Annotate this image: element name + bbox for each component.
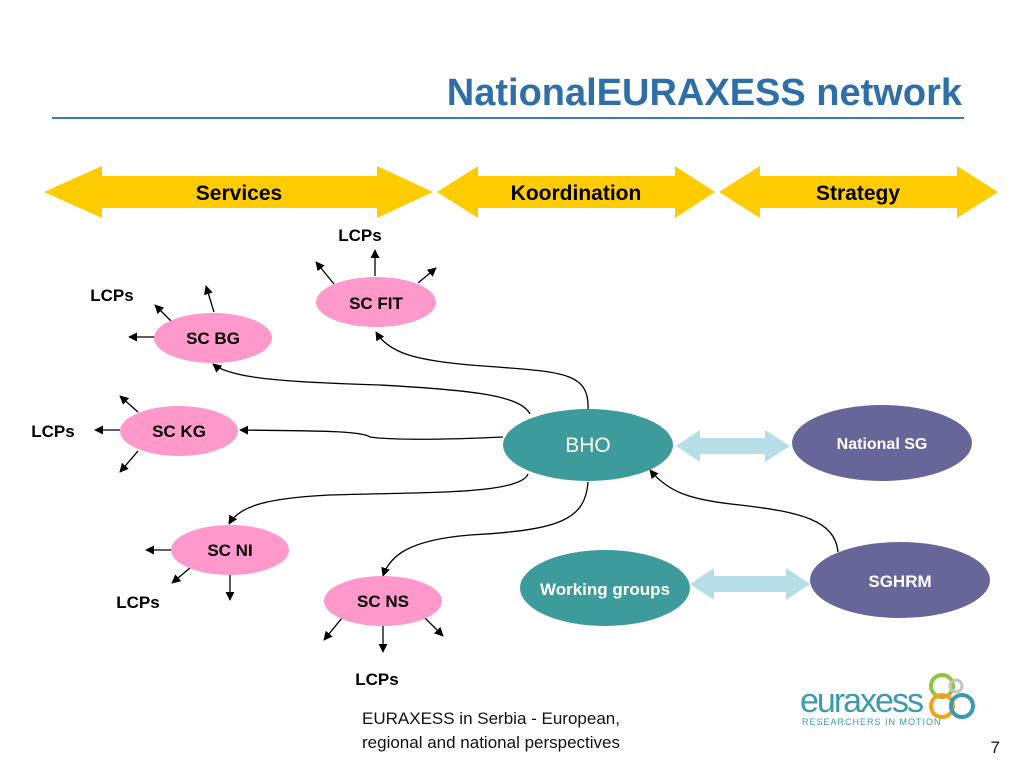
node-national-sg-label: National SG [837,436,928,453]
connector-bho-sc-ns [381,481,589,577]
banner-coordination-label: Koordination [511,182,642,205]
node-sc-fit-label: SC FIT [349,294,403,313]
lcp-label-bg: LCPs [90,286,133,305]
node-working-groups: Working groups [520,550,690,626]
double-arrow-wg-sghrm [690,568,810,600]
logo-wordmark: euraxess [800,682,924,720]
node-sc-ns-label: SC NS [357,592,409,611]
node-sc-kg-label: SC KG [152,422,206,441]
banner-coordination: Koordination [437,166,715,218]
double-arrow-bho-national-sg [676,430,790,462]
title-divider [52,117,964,119]
node-sghrm: SGHRM [810,542,990,618]
node-sc-bg-label: SC BG [186,329,240,348]
slide-title: NationalEURAXESS network [446,72,962,114]
lcp-label-ni: LCPs [116,593,159,612]
bho-connectors [212,331,839,577]
banner-strategy-label: Strategy [816,182,900,205]
banner-strategy: Strategy [719,166,998,218]
node-sghrm-label: SGHRM [868,572,931,591]
banner-services-label: Services [196,182,282,205]
connector-bho-sc-bg [212,363,531,415]
node-sc-bg: SC BG [154,313,272,363]
slide-number: 7 [990,738,1000,757]
lcp-label-ns: LCPs [355,670,398,689]
node-national-sg: National SG [792,405,972,481]
node-bho: BHO [503,409,673,481]
footer-line-2: regional and national perspectives [362,733,621,752]
lcp-label-kg: LCPs [31,422,74,441]
node-sc-fit: SC FIT [316,277,436,327]
connector-bho-sc-kg [239,425,504,440]
banner-services: Services [44,166,433,218]
lcp-label-fit: LCPs [338,226,381,245]
node-bho-label: BHO [565,434,611,457]
footer-line-1: EURAXESS in Serbia - European, [362,709,620,728]
footer-caption: EURAXESS in Serbia - European, regional … [362,707,692,755]
connector-bho-sc-fit [375,331,589,411]
node-sc-ns: SC NS [324,576,442,626]
connector-sghrm-bho [649,469,839,553]
node-sc-ni-label: SC NI [207,541,252,560]
euraxess-logo: euraxess RESEARCHERS IN MOTION [798,670,978,732]
logo-tagline: RESEARCHERS IN MOTION [802,717,942,727]
node-working-groups-label: Working groups [540,580,670,599]
lcp-arrows [94,249,444,653]
logo-circles-icon [929,673,975,719]
node-sc-ni: SC NI [171,525,289,575]
node-sc-kg: SC KG [120,406,238,456]
connector-bho-sc-ni [228,473,529,525]
